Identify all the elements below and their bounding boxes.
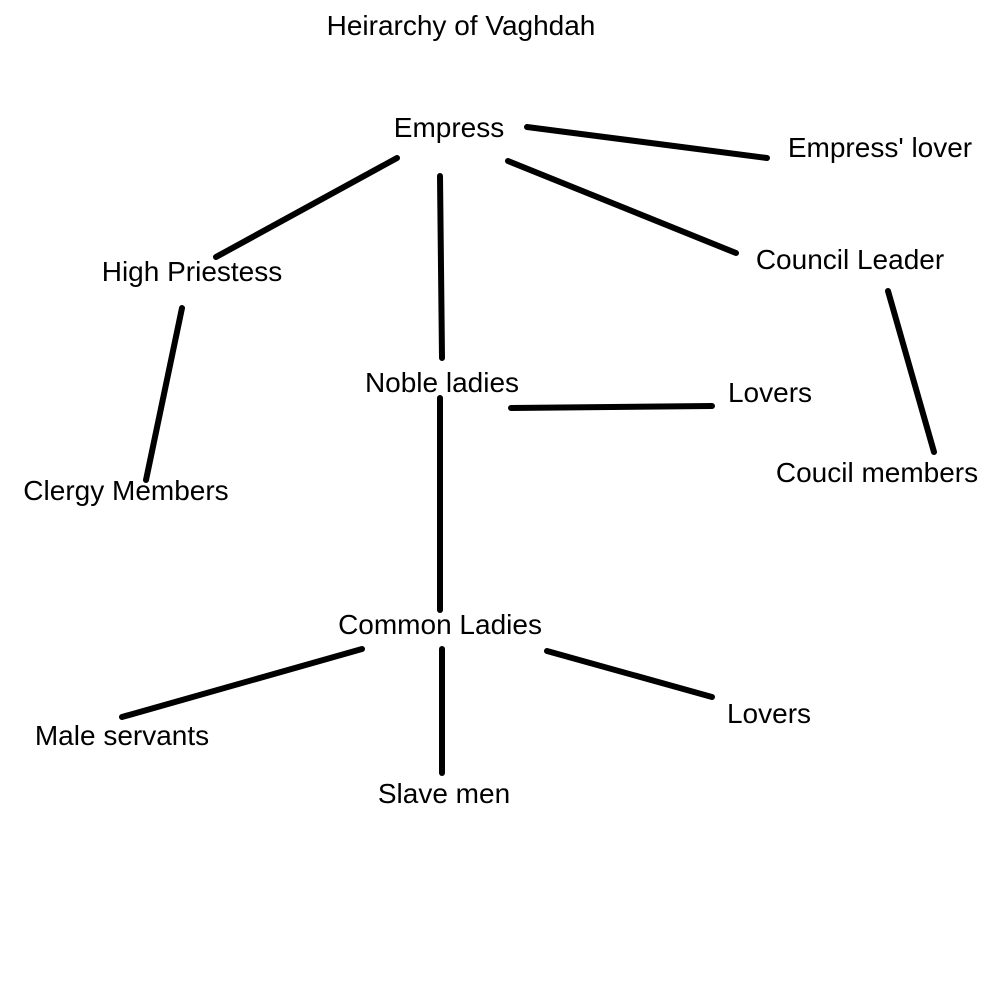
- edge-empress-to-empress-lover: [524, 124, 770, 161]
- node-common-ladies: Common Ladies: [338, 609, 542, 640]
- node-common-lovers: Lovers: [726, 698, 812, 729]
- node-male-servants: Male servants: [34, 720, 210, 751]
- node-council-leader: Council Leader: [755, 244, 945, 275]
- edge-noble-ladies-to-noble-lovers: [508, 403, 715, 411]
- node-council-members: Coucil members: [775, 457, 979, 488]
- node-noble-lovers: Lovers: [727, 377, 813, 408]
- node-empress: Empress: [393, 112, 505, 143]
- node-high-priestess: High Priestess: [101, 256, 283, 287]
- node-slave-men: Slave men: [377, 778, 511, 809]
- edge-empress-to-council-leader: [505, 158, 739, 256]
- diagram-title: Heirarchy of Vaghdah: [326, 10, 596, 41]
- edge-high-priestess-to-clergy-members: [143, 305, 185, 483]
- edge-common-ladies-to-common-lovers: [544, 648, 715, 700]
- node-noble-ladies: Noble ladies: [364, 367, 520, 398]
- edge-common-ladies-to-male-servants: [119, 646, 365, 720]
- edge-empress-to-high-priestess: [213, 155, 400, 260]
- node-empress-lover: Empress' lover: [787, 132, 973, 163]
- edge-empress-to-noble-ladies: [437, 173, 445, 361]
- edge-council-leader-to-council-members: [885, 288, 937, 455]
- node-clergy-members: Clergy Members: [23, 475, 229, 506]
